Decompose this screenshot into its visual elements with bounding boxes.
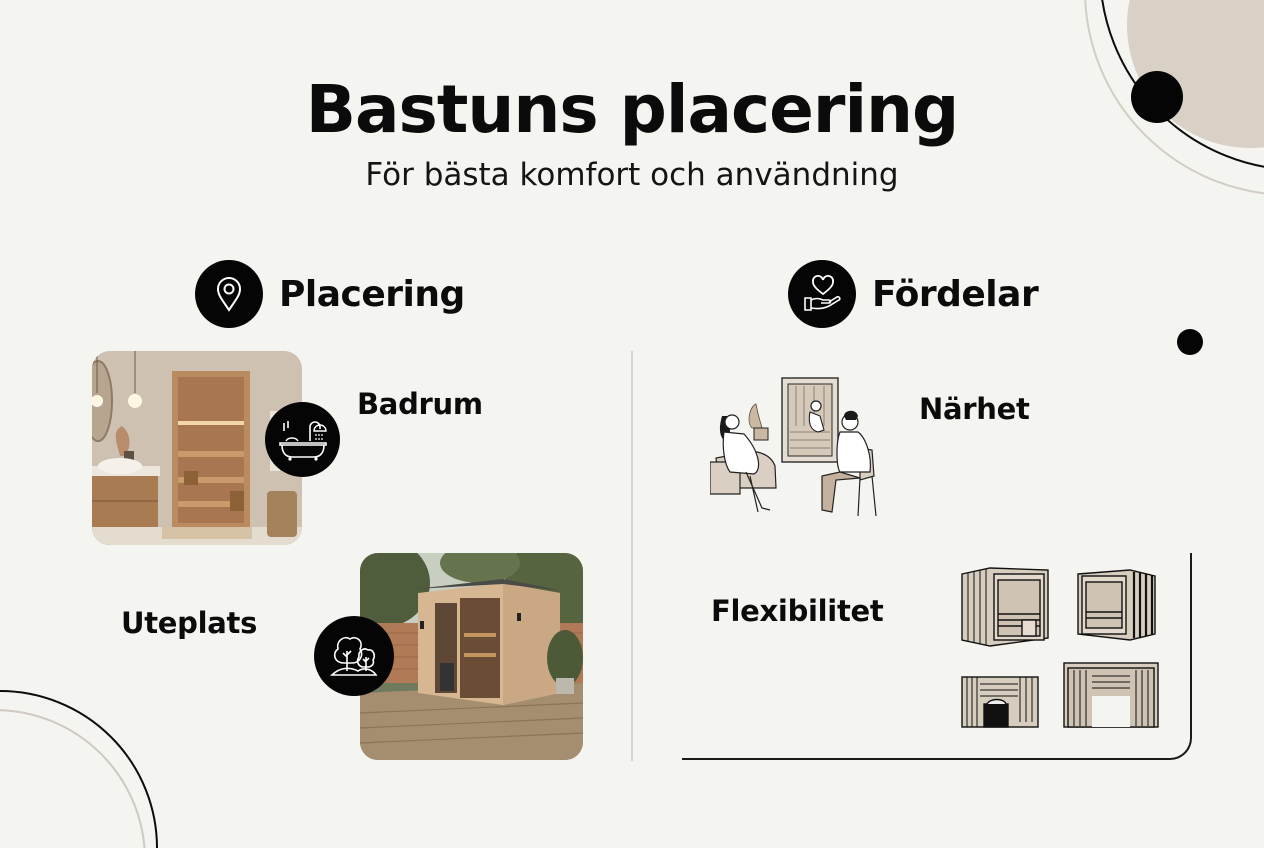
sauna-module-variants-illustration	[960, 562, 1160, 732]
placement-item-badrum-label: Badrum	[357, 387, 483, 421]
heart-in-hand-icon	[788, 260, 856, 328]
section-benefits-header: Fördelar	[788, 260, 1039, 328]
benefit-item-narhet-label: Närhet	[919, 392, 1030, 426]
outdoor-sauna-photo	[360, 553, 583, 760]
flexibility-frame	[682, 553, 1192, 760]
people-near-sauna-illustration	[709, 376, 885, 521]
column-divider	[631, 351, 633, 761]
placement-item-uteplats-label: Uteplats	[121, 606, 258, 640]
page-title: Bastuns placering	[305, 71, 960, 148]
section-placement-label: Placering	[279, 273, 465, 315]
section-benefits-label: Fördelar	[872, 273, 1039, 315]
bathtub-shower-icon	[265, 402, 340, 477]
benefit-item-flexibilitet-label: Flexibilitet	[711, 594, 884, 628]
map-pin-icon	[195, 260, 263, 328]
section-placement-header: Placering	[195, 260, 465, 328]
page-subtitle: För bästa komfort och användning	[365, 157, 899, 193]
trees-icon	[314, 616, 394, 696]
